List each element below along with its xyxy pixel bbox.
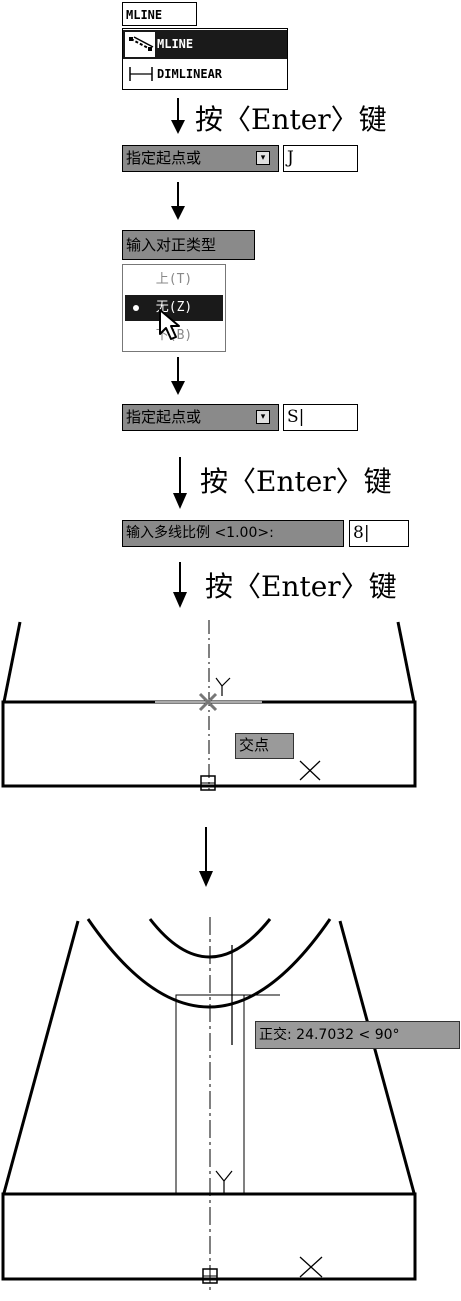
selected-bullet-icon	[133, 305, 139, 311]
option-zero[interactable]: 无(Z)	[125, 295, 223, 321]
prompt-start-point-2: 指定起点或 ▾	[122, 404, 279, 431]
prompt-input[interactable]: J	[283, 145, 358, 172]
dropdown-arrow-icon[interactable]: ▾	[256, 410, 270, 424]
autocomplete-item-mline[interactable]: MLINE	[123, 30, 287, 59]
step-instruction: 按〈Enter〉键	[195, 103, 387, 136]
mline-icon	[129, 36, 154, 51]
prompt-start-point: 指定起点或 ▾	[122, 145, 279, 172]
prompt-label: 指定起点或	[126, 149, 202, 167]
prompt-input[interactable]: 8|	[349, 520, 409, 547]
prompt-justification: 输入对正类型	[122, 230, 255, 260]
option-top[interactable]: 上(T)	[155, 272, 193, 287]
down-arrow-icon	[171, 98, 185, 134]
prompt-scale: 输入多线比例 <1.00>:	[122, 520, 344, 547]
drawing-view-2[interactable]: 正交: 24.7032 < 90°	[0, 915, 461, 1297]
down-arrow-icon	[171, 182, 185, 220]
prompt-label: 指定起点或	[126, 408, 202, 426]
autocomplete-list: MLINE DIMLINEAR	[122, 28, 288, 90]
drawing-canvas	[1, 917, 417, 1293]
cursor-icon	[159, 309, 180, 340]
down-arrow-icon	[171, 357, 185, 395]
drawing-canvas	[1, 620, 417, 791]
ortho-tooltip: 正交: 24.7032 < 90°	[255, 1021, 460, 1049]
snap-tooltip: 交点	[235, 733, 294, 759]
dropdown-arrow-icon[interactable]: ▾	[256, 151, 270, 165]
autocomplete-label: MLINE	[157, 37, 194, 51]
autocomplete-label: DIMLINEAR	[157, 67, 223, 81]
prompt-input[interactable]: S|	[283, 404, 358, 431]
step-instruction: 按〈Enter〉键	[200, 465, 392, 498]
option-label: 无(Z)	[155, 300, 193, 315]
command-input[interactable]: MLINE	[122, 2, 197, 26]
drawing-view-1[interactable]: 交点	[0, 618, 461, 793]
autocomplete-item-dimlinear[interactable]: DIMLINEAR	[123, 60, 287, 89]
down-arrow-icon	[199, 827, 213, 887]
step-instruction: 按〈Enter〉键	[205, 570, 397, 603]
down-arrow-icon	[173, 562, 187, 608]
down-arrow-icon	[173, 457, 187, 509]
dimlinear-icon	[129, 67, 153, 81]
